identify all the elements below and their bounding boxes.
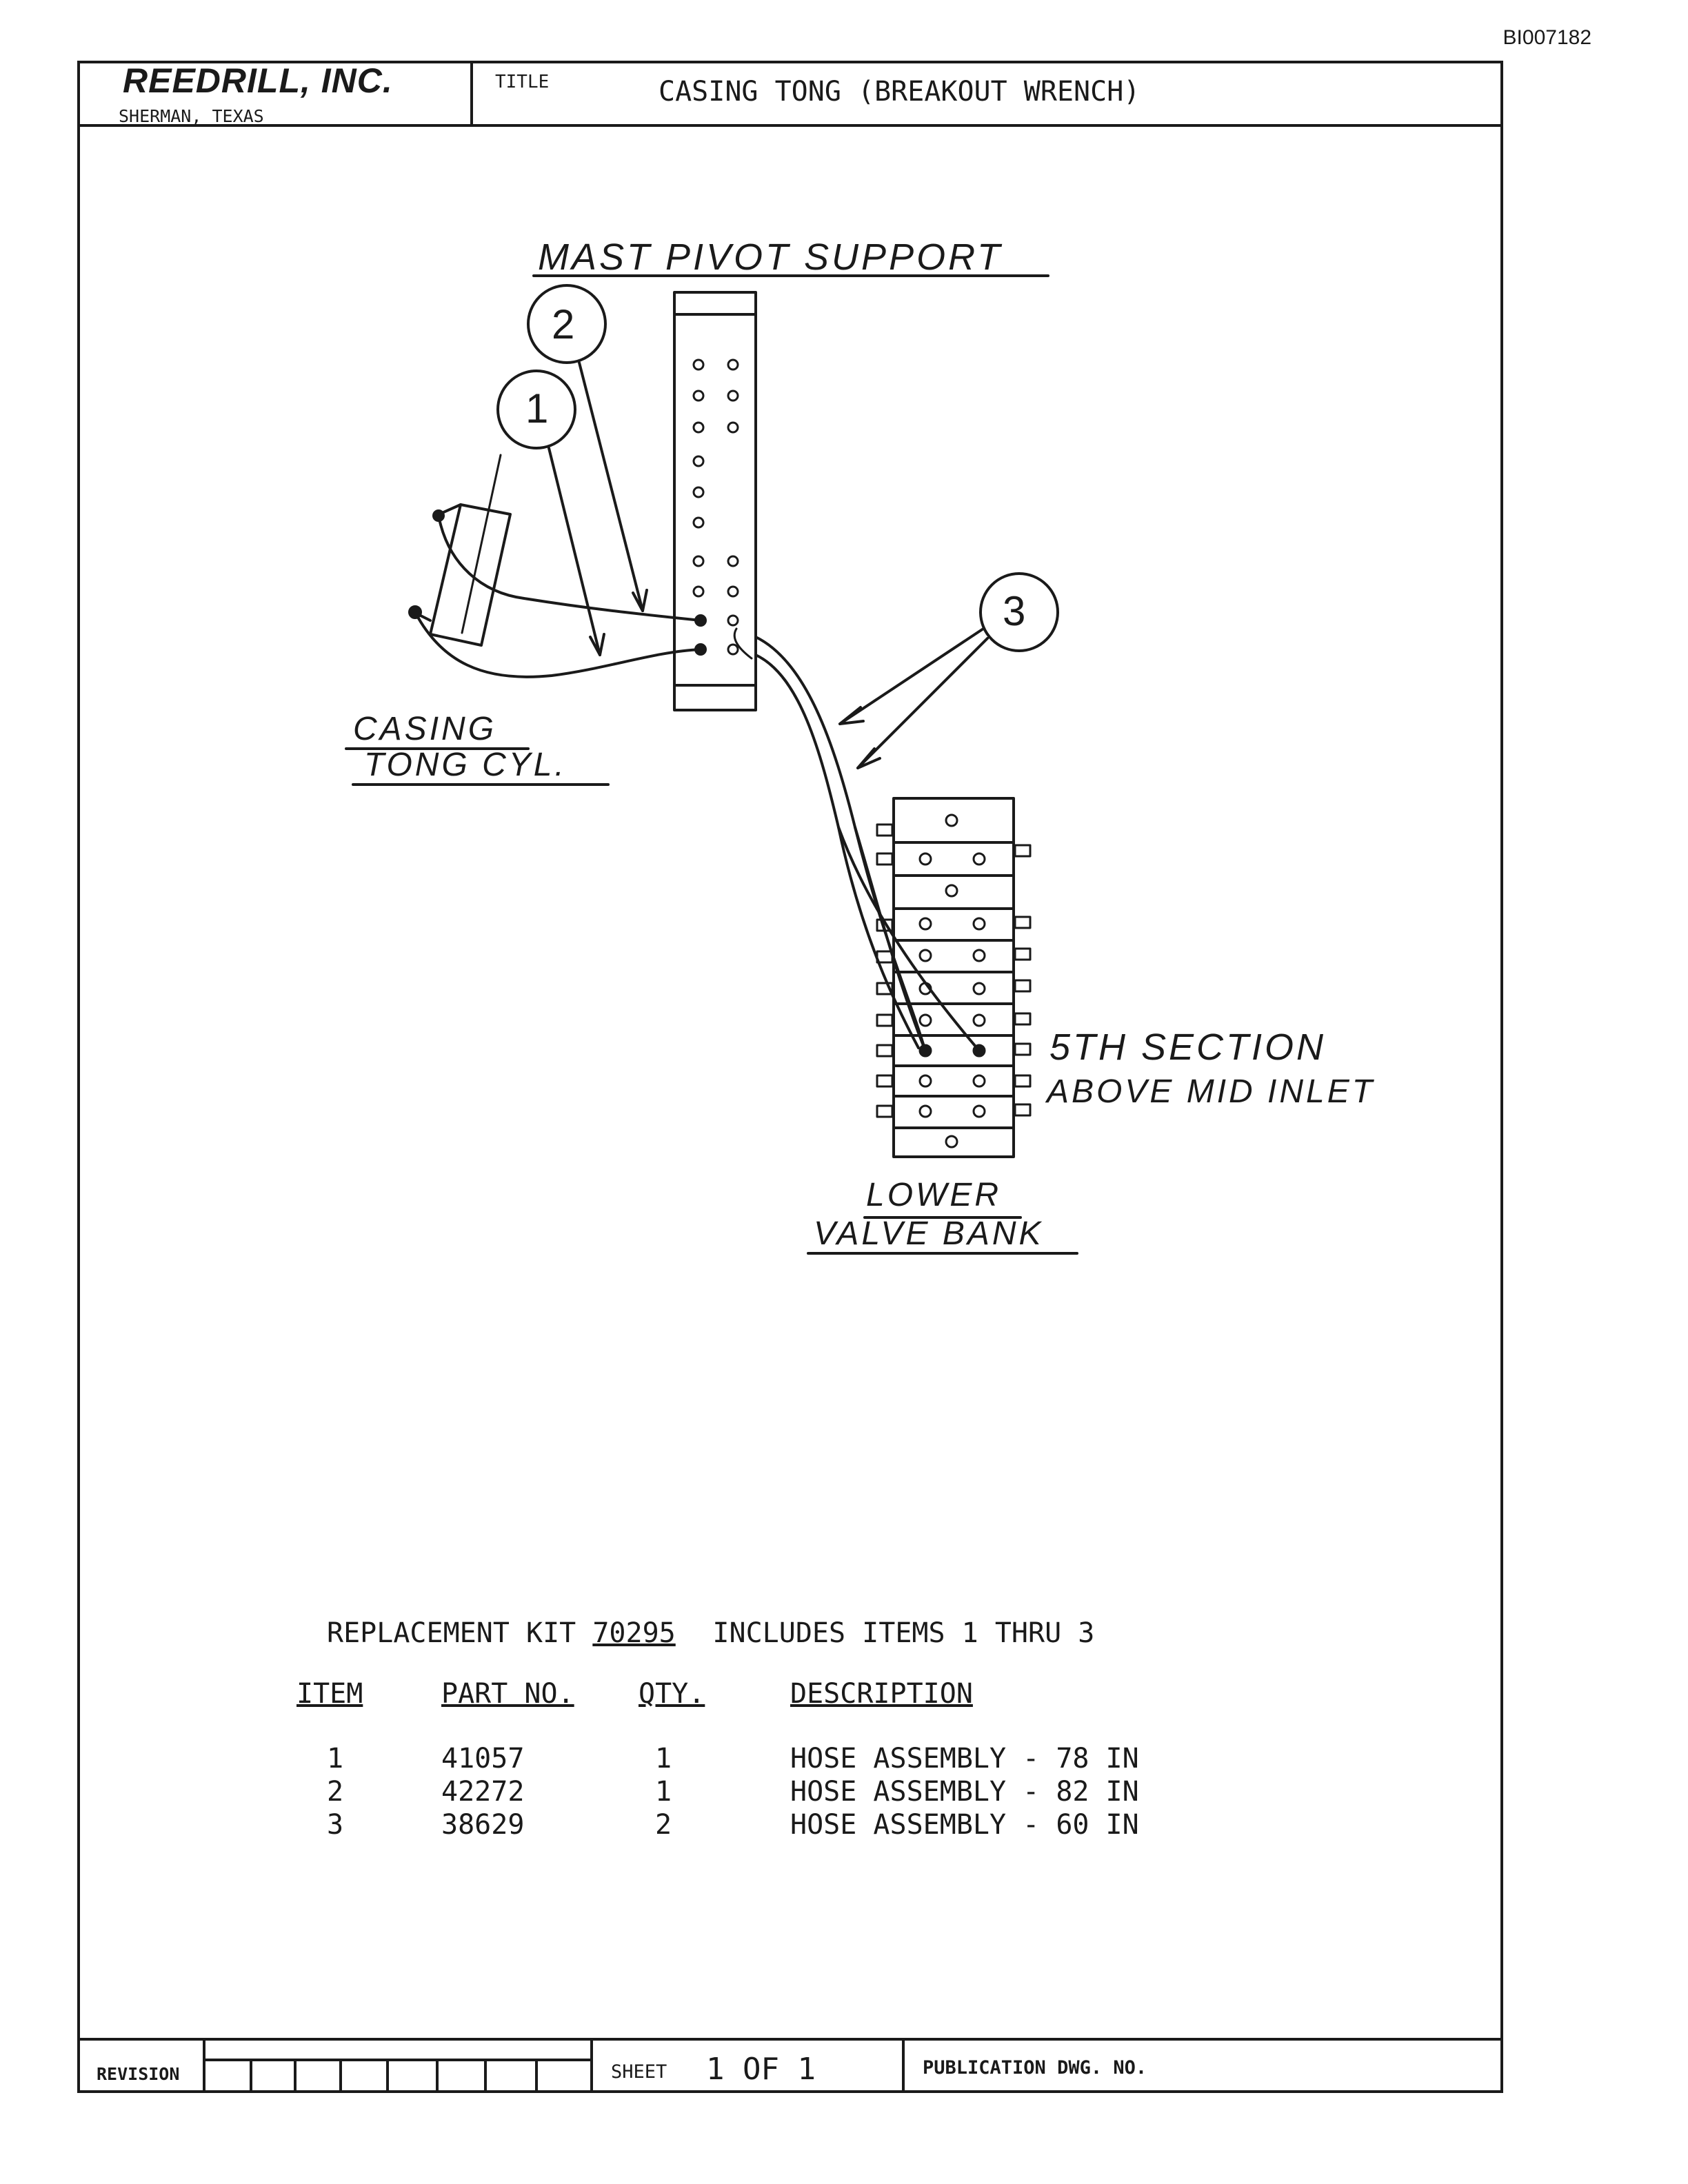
row2-item: 2: [327, 1776, 344, 1808]
row1-part-no: 41057: [441, 1743, 525, 1775]
header-description: DESCRIPTION: [790, 1678, 973, 1710]
revision-col: [484, 2059, 487, 2093]
sheet-label: SHEET: [611, 2061, 667, 2083]
valve-bank-label-2: VALVE BANK: [814, 1215, 1044, 1252]
row3-qty: 2: [655, 1809, 672, 1841]
title-block-separator: [470, 61, 473, 125]
section-label-1: 5TH SECTION: [1049, 1027, 1327, 1068]
revision-col: [436, 2059, 439, 2093]
revision-col: [386, 2059, 389, 2093]
hose-item-3: [733, 627, 925, 1049]
hose-item-1: [414, 611, 702, 678]
callout-1: [461, 370, 605, 656]
publication-dwg-label: PUBLICATION DWG. NO.: [923, 2057, 1147, 2079]
kit-number: 70295: [592, 1617, 676, 1649]
row2-description: HOSE ASSEMBLY - 82 IN: [790, 1776, 1139, 1808]
revision-col: [294, 2059, 297, 2093]
publication-col: [902, 2039, 905, 2093]
replacement-kit-line: REPLACEMENT KIT 70295 INCLUDES ITEMS 1 T…: [327, 1617, 1094, 1649]
row1-qty: 1: [655, 1743, 672, 1775]
document-id: BI007182: [1503, 26, 1591, 49]
casing-tong-cyl-label-2: TONG CYL.: [364, 747, 567, 783]
sheet-value: 1 OF 1: [706, 2052, 816, 2087]
row3-description: HOSE ASSEMBLY - 60 IN: [790, 1809, 1139, 1841]
revision-label: REVISION: [97, 2064, 180, 2084]
revision-col: [535, 2059, 538, 2093]
header-item: ITEM: [297, 1678, 363, 1710]
revision-col: [203, 2039, 205, 2093]
row1-description: HOSE ASSEMBLY - 78 IN: [790, 1743, 1139, 1775]
lower-valve-bank: [837, 797, 1032, 1158]
row3-part-no: 38629: [441, 1809, 525, 1841]
row3-item: 3: [327, 1809, 344, 1841]
valve-bank-label-1: LOWER: [866, 1177, 1002, 1213]
row1-item: 1: [327, 1743, 344, 1775]
callout-number-1: 1: [525, 385, 549, 432]
kit-prefix: REPLACEMENT KIT: [327, 1617, 576, 1649]
title-label: TITLE: [495, 72, 550, 92]
drawing-frame: [77, 61, 1503, 2093]
callout-2: [527, 284, 648, 612]
kit-suffix: INCLUDES ITEMS 1 THRU 3: [712, 1617, 1095, 1649]
title-block-divider: [77, 124, 1503, 127]
company-name: REEDRILL, INC.: [123, 61, 393, 100]
callout-number-3: 3: [1003, 588, 1026, 634]
row2-part-no: 42272: [441, 1776, 525, 1808]
hose-item-2: [437, 514, 702, 622]
revision-col: [339, 2059, 342, 2093]
sheet-col: [590, 2039, 593, 2093]
company-location: SHERMAN, TEXAS: [119, 106, 264, 126]
row2-qty: 1: [655, 1776, 672, 1808]
drawing-title: CASING TONG (BREAKOUT WRENCH): [659, 76, 1141, 108]
footer-divider: [77, 2038, 1503, 2041]
casing-tong-cyl-label-1: CASING: [353, 711, 497, 747]
mast-pivot-support-block: [673, 291, 757, 711]
header-qty: QTY.: [639, 1678, 705, 1710]
header-part-no: PART NO.: [441, 1678, 574, 1710]
casing-tong-cylinder: [408, 503, 512, 647]
callout-3: [838, 572, 1059, 769]
section-label-2: ABOVE MID INLET: [1047, 1073, 1376, 1110]
revision-col: [250, 2059, 252, 2093]
callout-number-2: 2: [552, 301, 575, 347]
mast-pivot-support-label: MAST PIVOT SUPPORT: [538, 236, 1003, 278]
revision-row: [203, 2059, 590, 2061]
